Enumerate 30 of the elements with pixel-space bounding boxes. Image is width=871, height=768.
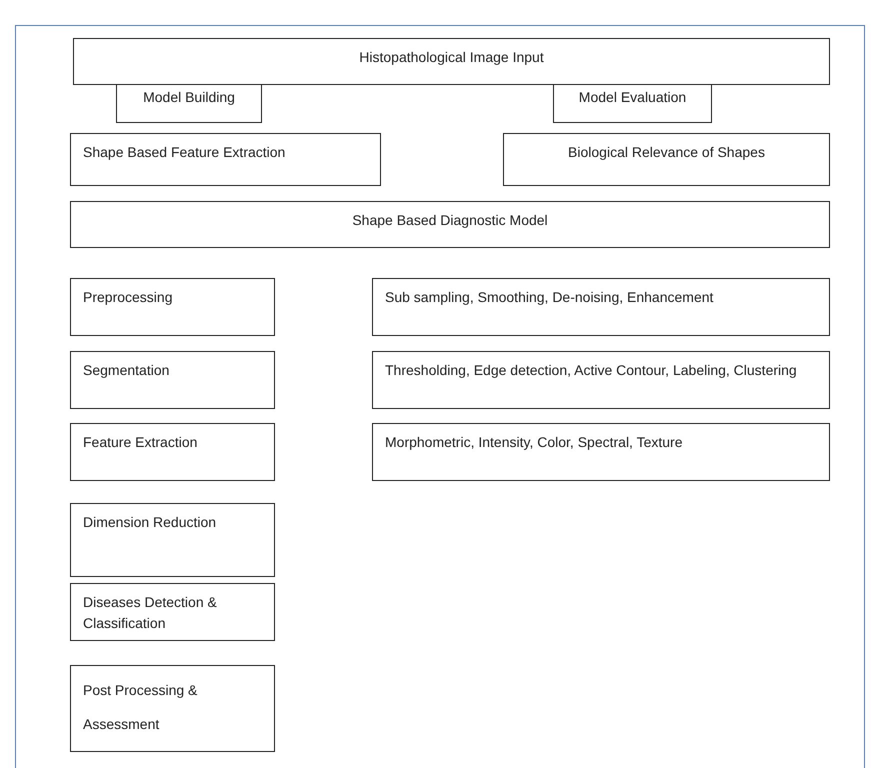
box-label: Morphometric, Intensity, Color, Spectral, Texture (385, 433, 682, 452)
process-box (70, 503, 275, 577)
box-label: Biological Relevance of Shapes (568, 143, 765, 162)
box-label: Shape Based Diagnostic Model (352, 211, 548, 230)
box-label: Post Processing & Assessment (83, 681, 198, 734)
process-box (70, 423, 275, 481)
box-label: Preprocessing (83, 288, 172, 307)
process-box (503, 133, 830, 186)
process-box (372, 423, 830, 481)
box-label: Feature Extraction (83, 433, 198, 452)
box-label: Segmentation (83, 361, 170, 380)
box-label: Sub sampling, Smoothing, De-noising, Enhancement (385, 288, 714, 307)
box-label: Model Evaluation (578, 88, 686, 107)
box-label: Model Building (143, 88, 235, 107)
box-label: Histopathological Image Input (359, 48, 544, 67)
process-box (70, 583, 275, 641)
process-box (372, 278, 830, 336)
box-label: Shape Based Feature Extraction (83, 143, 286, 162)
process-box (70, 665, 275, 752)
process-box (70, 278, 275, 336)
process-box (372, 351, 830, 409)
process-box (70, 351, 275, 409)
process-box (553, 84, 712, 123)
process-box (73, 38, 830, 85)
box-label: Dimension Reduction (83, 513, 216, 532)
box-label: Thresholding, Edge detection, Active Contour, Labeling, Clustering (385, 361, 797, 380)
process-box (70, 133, 381, 186)
process-box (116, 84, 262, 123)
box-label: Diseases Detection & Classification (83, 593, 218, 633)
process-box (70, 201, 830, 248)
